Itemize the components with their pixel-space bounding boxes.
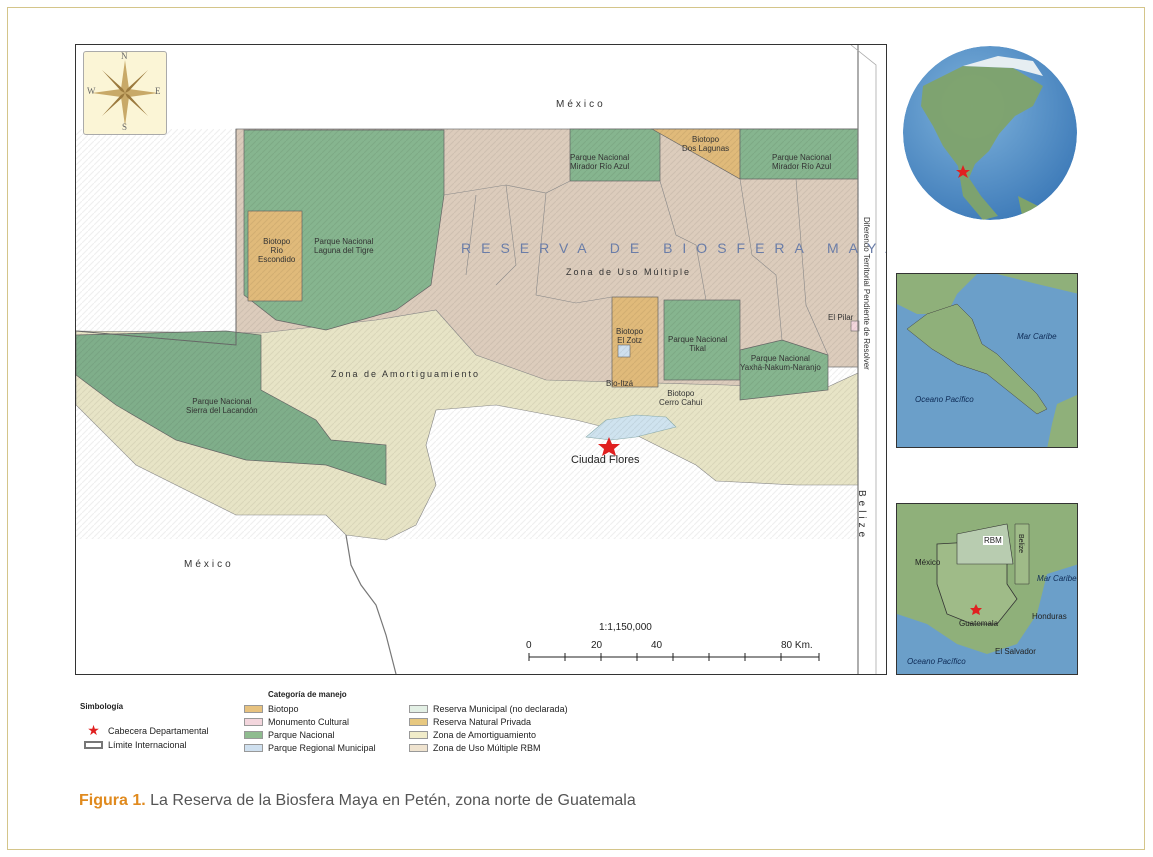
globe-shapes: [903, 46, 1077, 220]
caption-label: Figura 1.: [79, 792, 146, 809]
scale-ratio: 1:1,150,000: [599, 622, 652, 633]
globe-inset: [903, 46, 1077, 220]
border-line-icon: [84, 741, 103, 749]
legend-categoria-title: Categoría de manejo: [268, 690, 347, 699]
legend-swatch: [409, 731, 428, 739]
central-america-inset: Mar Caribe Oceano Pacífico: [896, 273, 1078, 448]
label-rio-escondido: Biotopo Río Escondido: [258, 237, 296, 264]
map-shapes: [76, 45, 877, 674]
figure-frame: [7, 7, 1145, 850]
label-dos-lagunas: Biotopo Dos Lagunas: [682, 135, 730, 153]
inset-ca-oceano-pacifico: Oceano Pacífico: [915, 395, 974, 404]
legend-cabecera-label: Cabecera Departamental: [108, 725, 209, 736]
compass-rose: N S W E: [83, 51, 167, 135]
label-el-pilar: El Pilar: [828, 313, 854, 322]
label-mirador-1: Parque Nacional Mirador Río Azul: [570, 153, 630, 171]
dispute-line: [850, 45, 877, 674]
mexico-border: [76, 129, 237, 346]
legend-category-label: Zona de Amortiguamiento: [433, 730, 537, 740]
legend-category-label: Zona de Uso Múltiple RBM: [433, 743, 541, 753]
label-zona-uso-multiple: Zona de Uso Múltiple: [566, 267, 692, 277]
legend-cabecera: ★ Cabecera Departamental: [84, 722, 209, 739]
legend-category-item: Reserva Natural Privada: [409, 717, 531, 727]
legend-limite-label: Límite Internacional: [108, 740, 187, 750]
legend-category-item: Parque Nacional: [244, 730, 335, 740]
scale-tick-0: 0: [526, 640, 532, 651]
guatemala-inset: RBM México Belize Mar Caribe Guatemala H…: [896, 503, 1078, 675]
label-rbm-title: RESERVA DE BIOSFERA MAYA: [461, 240, 887, 256]
label-laguna-tigre: Parque Nacional Laguna del Tigre: [314, 237, 374, 255]
inset-gt-rbm: RBM: [983, 536, 1003, 545]
label-mexico-south: México: [184, 559, 234, 570]
legend-category-label: Biotopo: [268, 704, 299, 714]
legend-category-item: Monumento Cultural: [244, 717, 349, 727]
compass-e: E: [155, 86, 161, 96]
usumacinta-river: [345, 534, 397, 674]
inset-gt-mexico: México: [915, 558, 941, 567]
inset-gt-guatemala: Guatemala: [959, 619, 999, 628]
scale-tick-20: 20: [591, 640, 603, 651]
legend-category-item: Biotopo: [244, 704, 299, 714]
legend-swatch: [409, 705, 428, 713]
label-zona-amortiguamiento: Zona de Amortiguamiento: [331, 369, 481, 379]
label-tikal: Parque Nacional Tikal: [668, 335, 728, 353]
compass-icon: [92, 60, 158, 126]
relief-overlay: [76, 129, 858, 539]
label-dispute: Diferendo Territorial Pendiente de Resol…: [862, 217, 871, 370]
label-sierra-lacandon: Parque Nacional Sierra del Lacandón: [186, 397, 258, 415]
star-icon: ★: [87, 722, 100, 738]
inset-gt-el-salvador: El Salvador: [995, 647, 1036, 656]
legend-category-item: Reserva Municipal (no declarada): [409, 704, 568, 714]
label-zotz: Biotopo El Zotz: [616, 327, 644, 345]
label-belize: Belize: [856, 490, 867, 542]
compass-s: S: [122, 122, 128, 132]
legend-category-label: Parque Nacional: [268, 730, 335, 740]
legend-category-label: Monumento Cultural: [268, 717, 350, 727]
legend-category-label: Reserva Municipal (no declarada): [433, 704, 568, 714]
legend-swatch: [409, 718, 428, 726]
guatemala-shapes: [897, 504, 1077, 654]
legend-category-label: Reserva Natural Privada: [433, 717, 532, 727]
inset-gt-honduras: Honduras: [1032, 612, 1067, 621]
label-cerro-cahui: Biotopo Cerro Cahuí: [659, 389, 703, 407]
inset-gt-mar-caribe: Mar Caribe: [1037, 574, 1077, 583]
ciudad-flores-star: [598, 437, 620, 456]
legend-category-item: Parque Regional Municipal: [244, 743, 376, 753]
scale-tick-80: 80 Km.: [781, 640, 813, 651]
legend-limite: Límite Internacional: [84, 740, 187, 750]
central-america-shapes: [897, 274, 1077, 447]
management-unit-lines: [443, 178, 829, 356]
legend-swatch: [244, 744, 263, 752]
legend-swatch: [244, 718, 263, 726]
label-mexico-north: México: [556, 99, 606, 110]
caption-text: La Reserva de la Biosfera Maya en Petén,…: [145, 792, 636, 809]
legend-swatch: [244, 731, 263, 739]
inset-gt-oceano-pacifico: Oceano Pacífico: [907, 657, 966, 666]
legend-category-item: Zona de Uso Múltiple RBM: [409, 743, 541, 753]
scale-tick-40: 40: [651, 640, 663, 651]
compass-n: N: [121, 51, 128, 61]
label-ciudad-flores: Ciudad Flores: [571, 454, 640, 466]
inset-ca-mar-caribe: Mar Caribe: [1017, 332, 1057, 341]
compass-w: W: [87, 86, 96, 96]
inset-gt-belize: Belize: [1017, 534, 1024, 554]
scale-bar: [528, 653, 820, 661]
legend-swatch: [409, 744, 428, 752]
figure-caption: Figura 1. La Reserva de la Biosfera Maya…: [79, 792, 636, 810]
label-mirador-2: Parque Nacional Mirador Río Azul: [772, 153, 832, 171]
label-yaxha: Parque Nacional Yaxhá-Nakum-Naranjo: [740, 354, 821, 372]
main-map: N S W E México México Belize Diferendo T…: [75, 44, 887, 675]
label-bio-itza: Bio-Itzá: [606, 379, 634, 388]
legend-category-label: Parque Regional Municipal: [268, 743, 376, 753]
legend-swatch: [244, 705, 263, 713]
legend-category-item: Zona de Amortiguamiento: [409, 730, 536, 740]
legend-simbologia-title: Simbología: [80, 702, 124, 711]
